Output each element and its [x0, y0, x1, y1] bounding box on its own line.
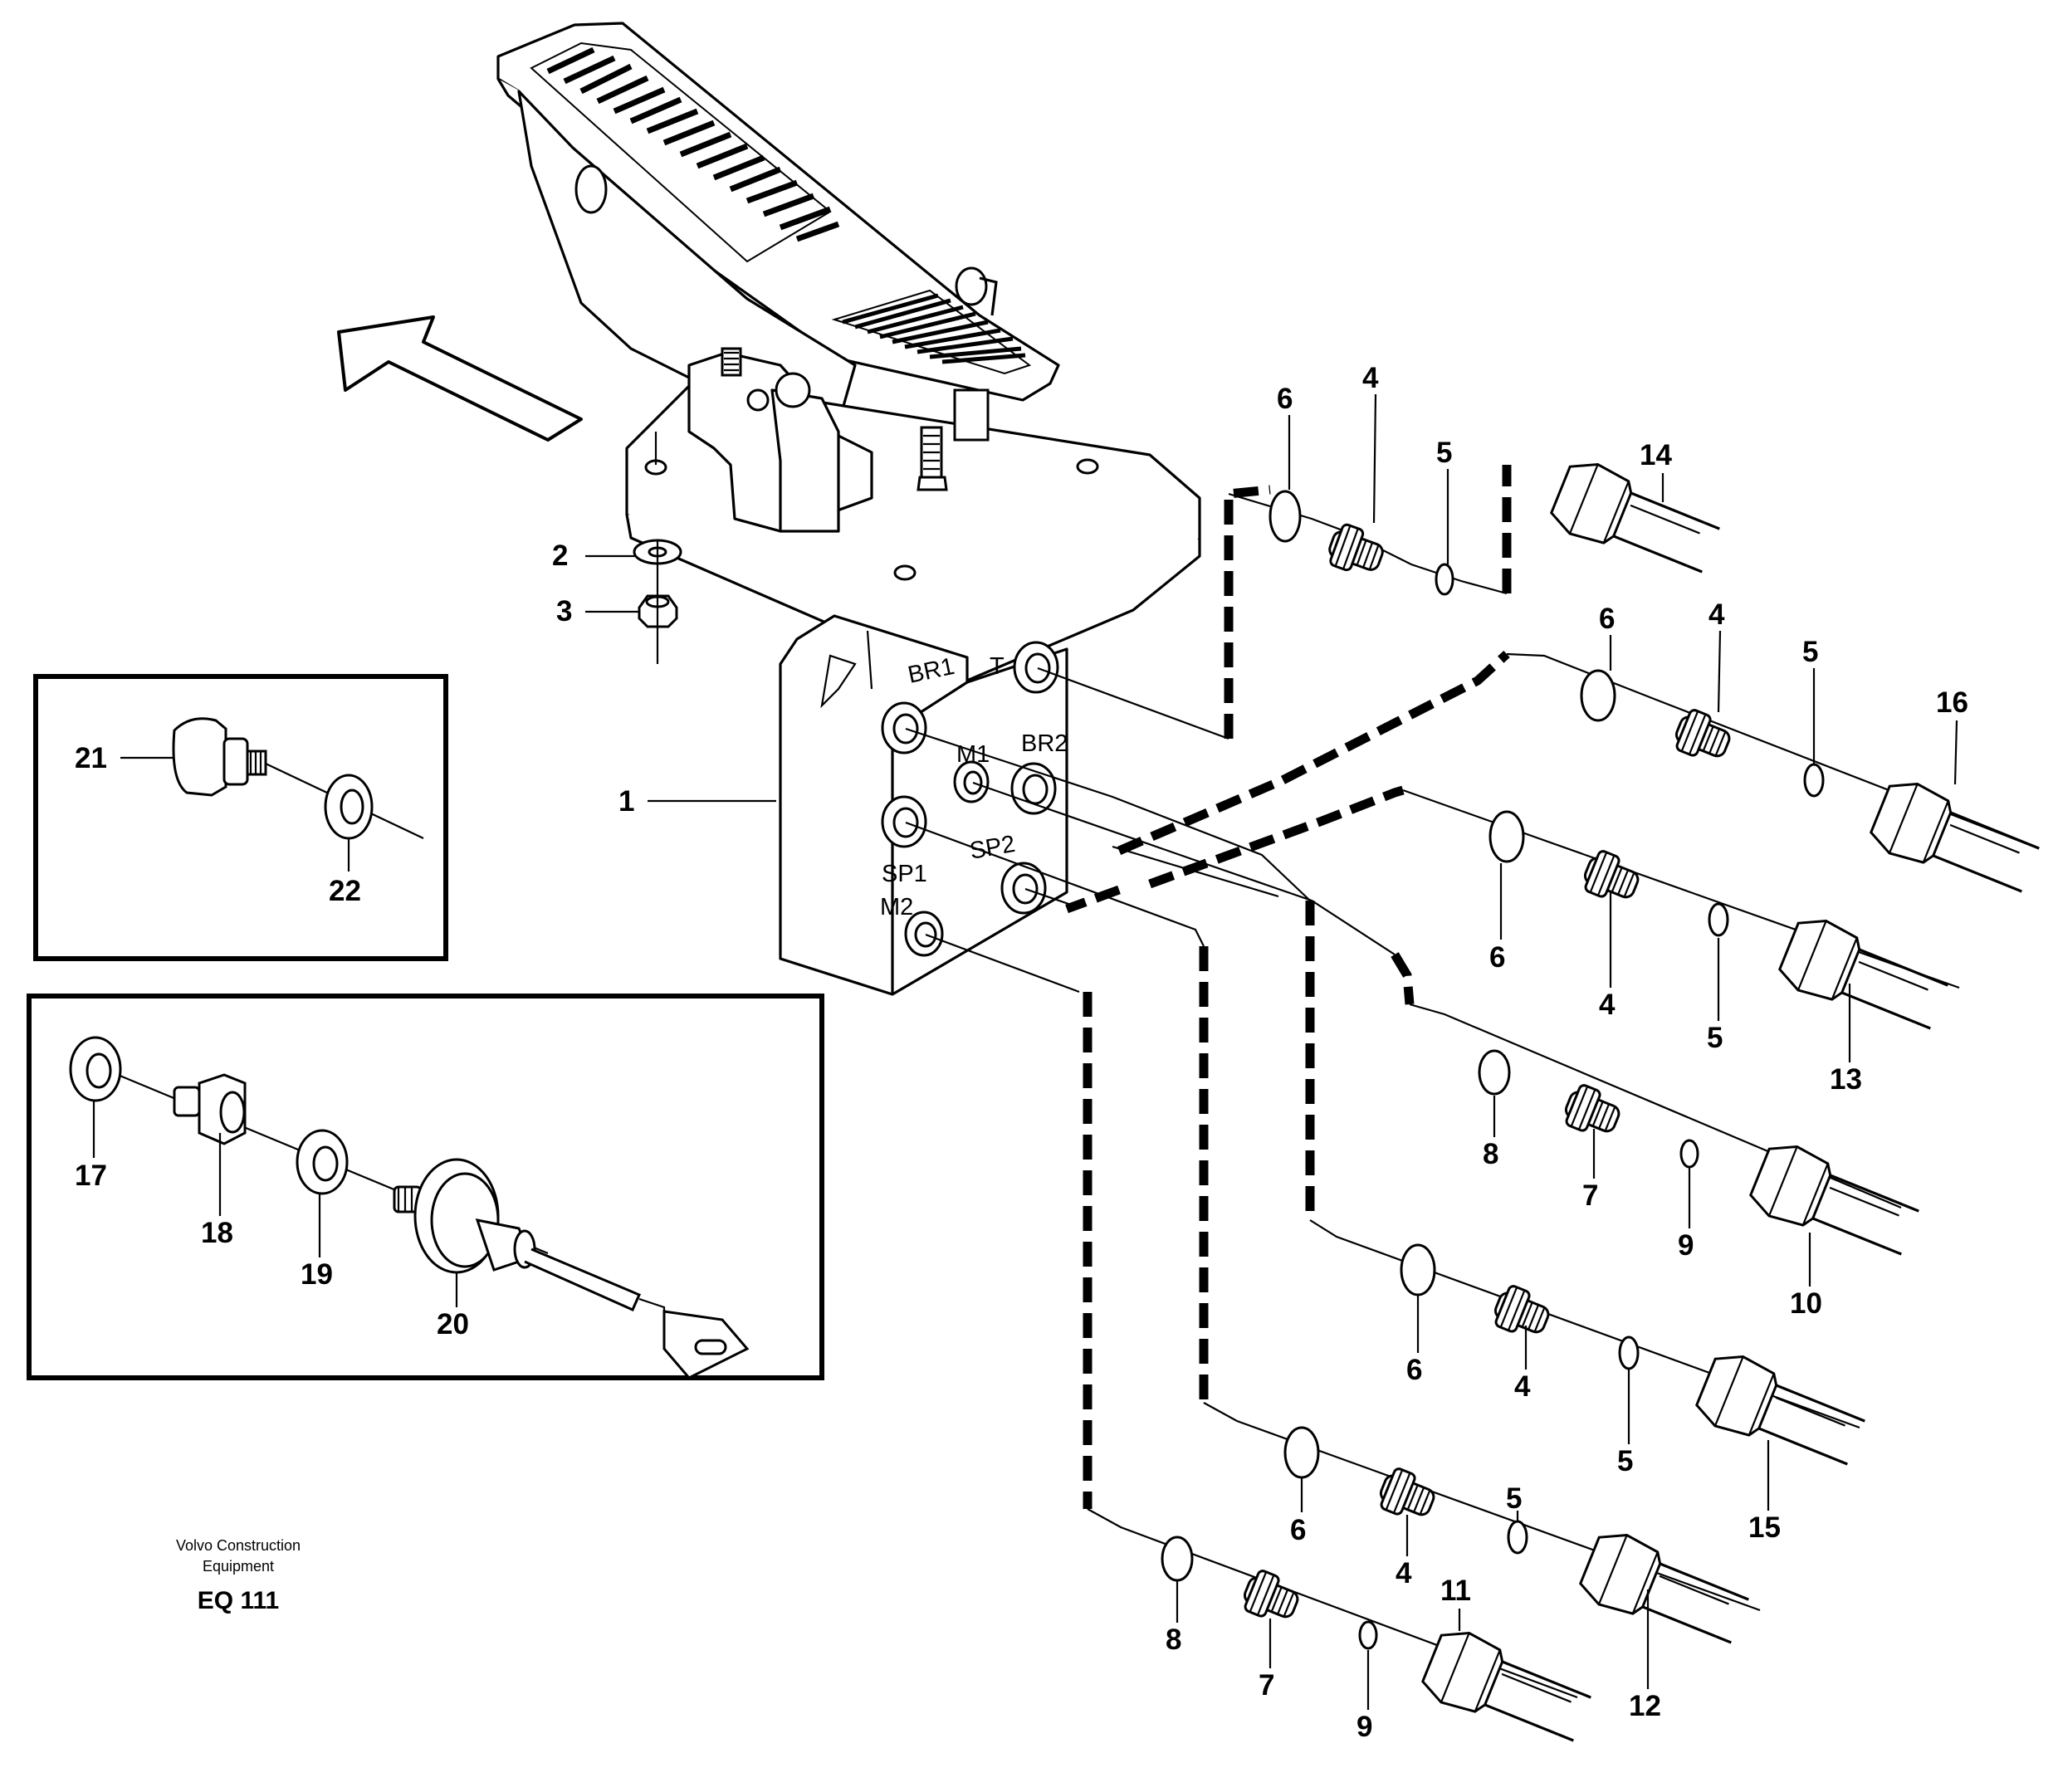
callout-6: 6 — [1489, 941, 1505, 974]
port-label-t: T — [990, 653, 1005, 680]
port-sp2 — [1000, 862, 1047, 915]
fitting-row-16 — [1580, 669, 2046, 906]
callout-21: 21 — [75, 742, 107, 774]
callout-5: 5 — [1617, 1445, 1633, 1477]
fitting-row-13 — [1489, 810, 1955, 1043]
callout-4: 4 — [1514, 1370, 1531, 1403]
callout-19: 19 — [301, 1258, 333, 1291]
port-label-m2: M2 — [880, 894, 913, 920]
callout-leaders — [585, 393, 1958, 1710]
washer-19 — [296, 1129, 349, 1195]
o-ring — [1269, 490, 1302, 543]
callout-2: 2 — [552, 540, 568, 572]
callout-18: 18 — [201, 1217, 233, 1249]
callout-20: 20 — [437, 1308, 469, 1340]
port-br1 — [881, 701, 927, 754]
fitting-row-15 — [1400, 1243, 1872, 1479]
inset-box-sensor-fitting — [33, 674, 448, 961]
callout-6: 6 — [1406, 1354, 1422, 1386]
port-label-br2: BR2 — [1021, 730, 1068, 757]
callout-8: 8 — [1483, 1138, 1498, 1170]
callout-5: 5 — [1436, 437, 1452, 469]
callout-7: 7 — [1582, 1179, 1598, 1212]
callout-7: 7 — [1259, 1669, 1274, 1702]
footer: Volvo Construction Equipment EQ 111 — [176, 1537, 301, 1614]
port-sp1 — [881, 795, 927, 848]
callout-4: 4 — [1362, 362, 1379, 394]
o-ring-small — [1435, 563, 1454, 596]
callout-17: 17 — [75, 1160, 107, 1192]
callout-12: 12 — [1629, 1690, 1661, 1722]
direction-arrow — [337, 315, 583, 442]
callout-9: 9 — [1357, 1711, 1372, 1743]
company-line-2: Equipment — [203, 1558, 274, 1575]
inset-box-pressure-sensor — [27, 994, 824, 1380]
callout-4: 4 — [1599, 989, 1616, 1021]
flow-lines — [905, 492, 2035, 1699]
callout-6: 6 — [1599, 603, 1615, 635]
callout-15: 15 — [1748, 1511, 1781, 1544]
company-line-1: Volvo Construction — [176, 1537, 301, 1554]
fitting-row-10 — [1478, 1049, 1926, 1269]
hose-routes — [1065, 465, 1512, 1509]
callout-8: 8 — [1166, 1624, 1181, 1656]
callout-10: 10 — [1790, 1287, 1822, 1320]
callout-11: 11 — [1440, 1575, 1471, 1607]
callout-22: 22 — [329, 875, 361, 907]
callout-4: 4 — [1396, 1557, 1412, 1589]
callout-6: 6 — [1277, 383, 1293, 415]
callout-4: 4 — [1708, 598, 1725, 631]
fitting-21 — [172, 717, 267, 797]
callout-6: 6 — [1290, 1514, 1306, 1546]
callout-9: 9 — [1678, 1229, 1694, 1262]
washer-22 — [324, 774, 374, 840]
callout-13: 13 — [1830, 1063, 1862, 1096]
fitting-row-11 — [1161, 1536, 1598, 1755]
pedal-tread — [530, 42, 1032, 375]
callout-numbers: 1 2 3 6 4 5 14 6 4 5 16 6 4 5 13 8 7 9 1… — [75, 362, 1968, 1743]
brake-pedal — [496, 22, 1201, 684]
washer-17 — [69, 1036, 122, 1102]
brake-valve-block: T BR1 BR2 M1 SP1 SP2 M2 — [779, 614, 1068, 996]
pedal-pivot-hole — [574, 164, 608, 214]
callout-5: 5 — [1802, 636, 1818, 668]
callout-16: 16 — [1936, 686, 1968, 719]
port-t — [1013, 641, 1059, 694]
port-m1 — [953, 760, 990, 803]
fitting-row-12 — [1283, 1426, 1756, 1658]
adapter-18 — [173, 1073, 247, 1145]
drawing-code: EQ 111 — [198, 1587, 279, 1614]
callout-5: 5 — [1506, 1482, 1522, 1515]
port-label-sp1: SP1 — [882, 861, 927, 887]
callout-1: 1 — [618, 785, 634, 818]
callout-14: 14 — [1640, 439, 1672, 471]
fitting-row-14 — [1269, 453, 1727, 596]
callout-3: 3 — [556, 595, 572, 627]
pressure-switch-20 — [393, 1158, 750, 1379]
callout-5: 5 — [1707, 1022, 1723, 1054]
